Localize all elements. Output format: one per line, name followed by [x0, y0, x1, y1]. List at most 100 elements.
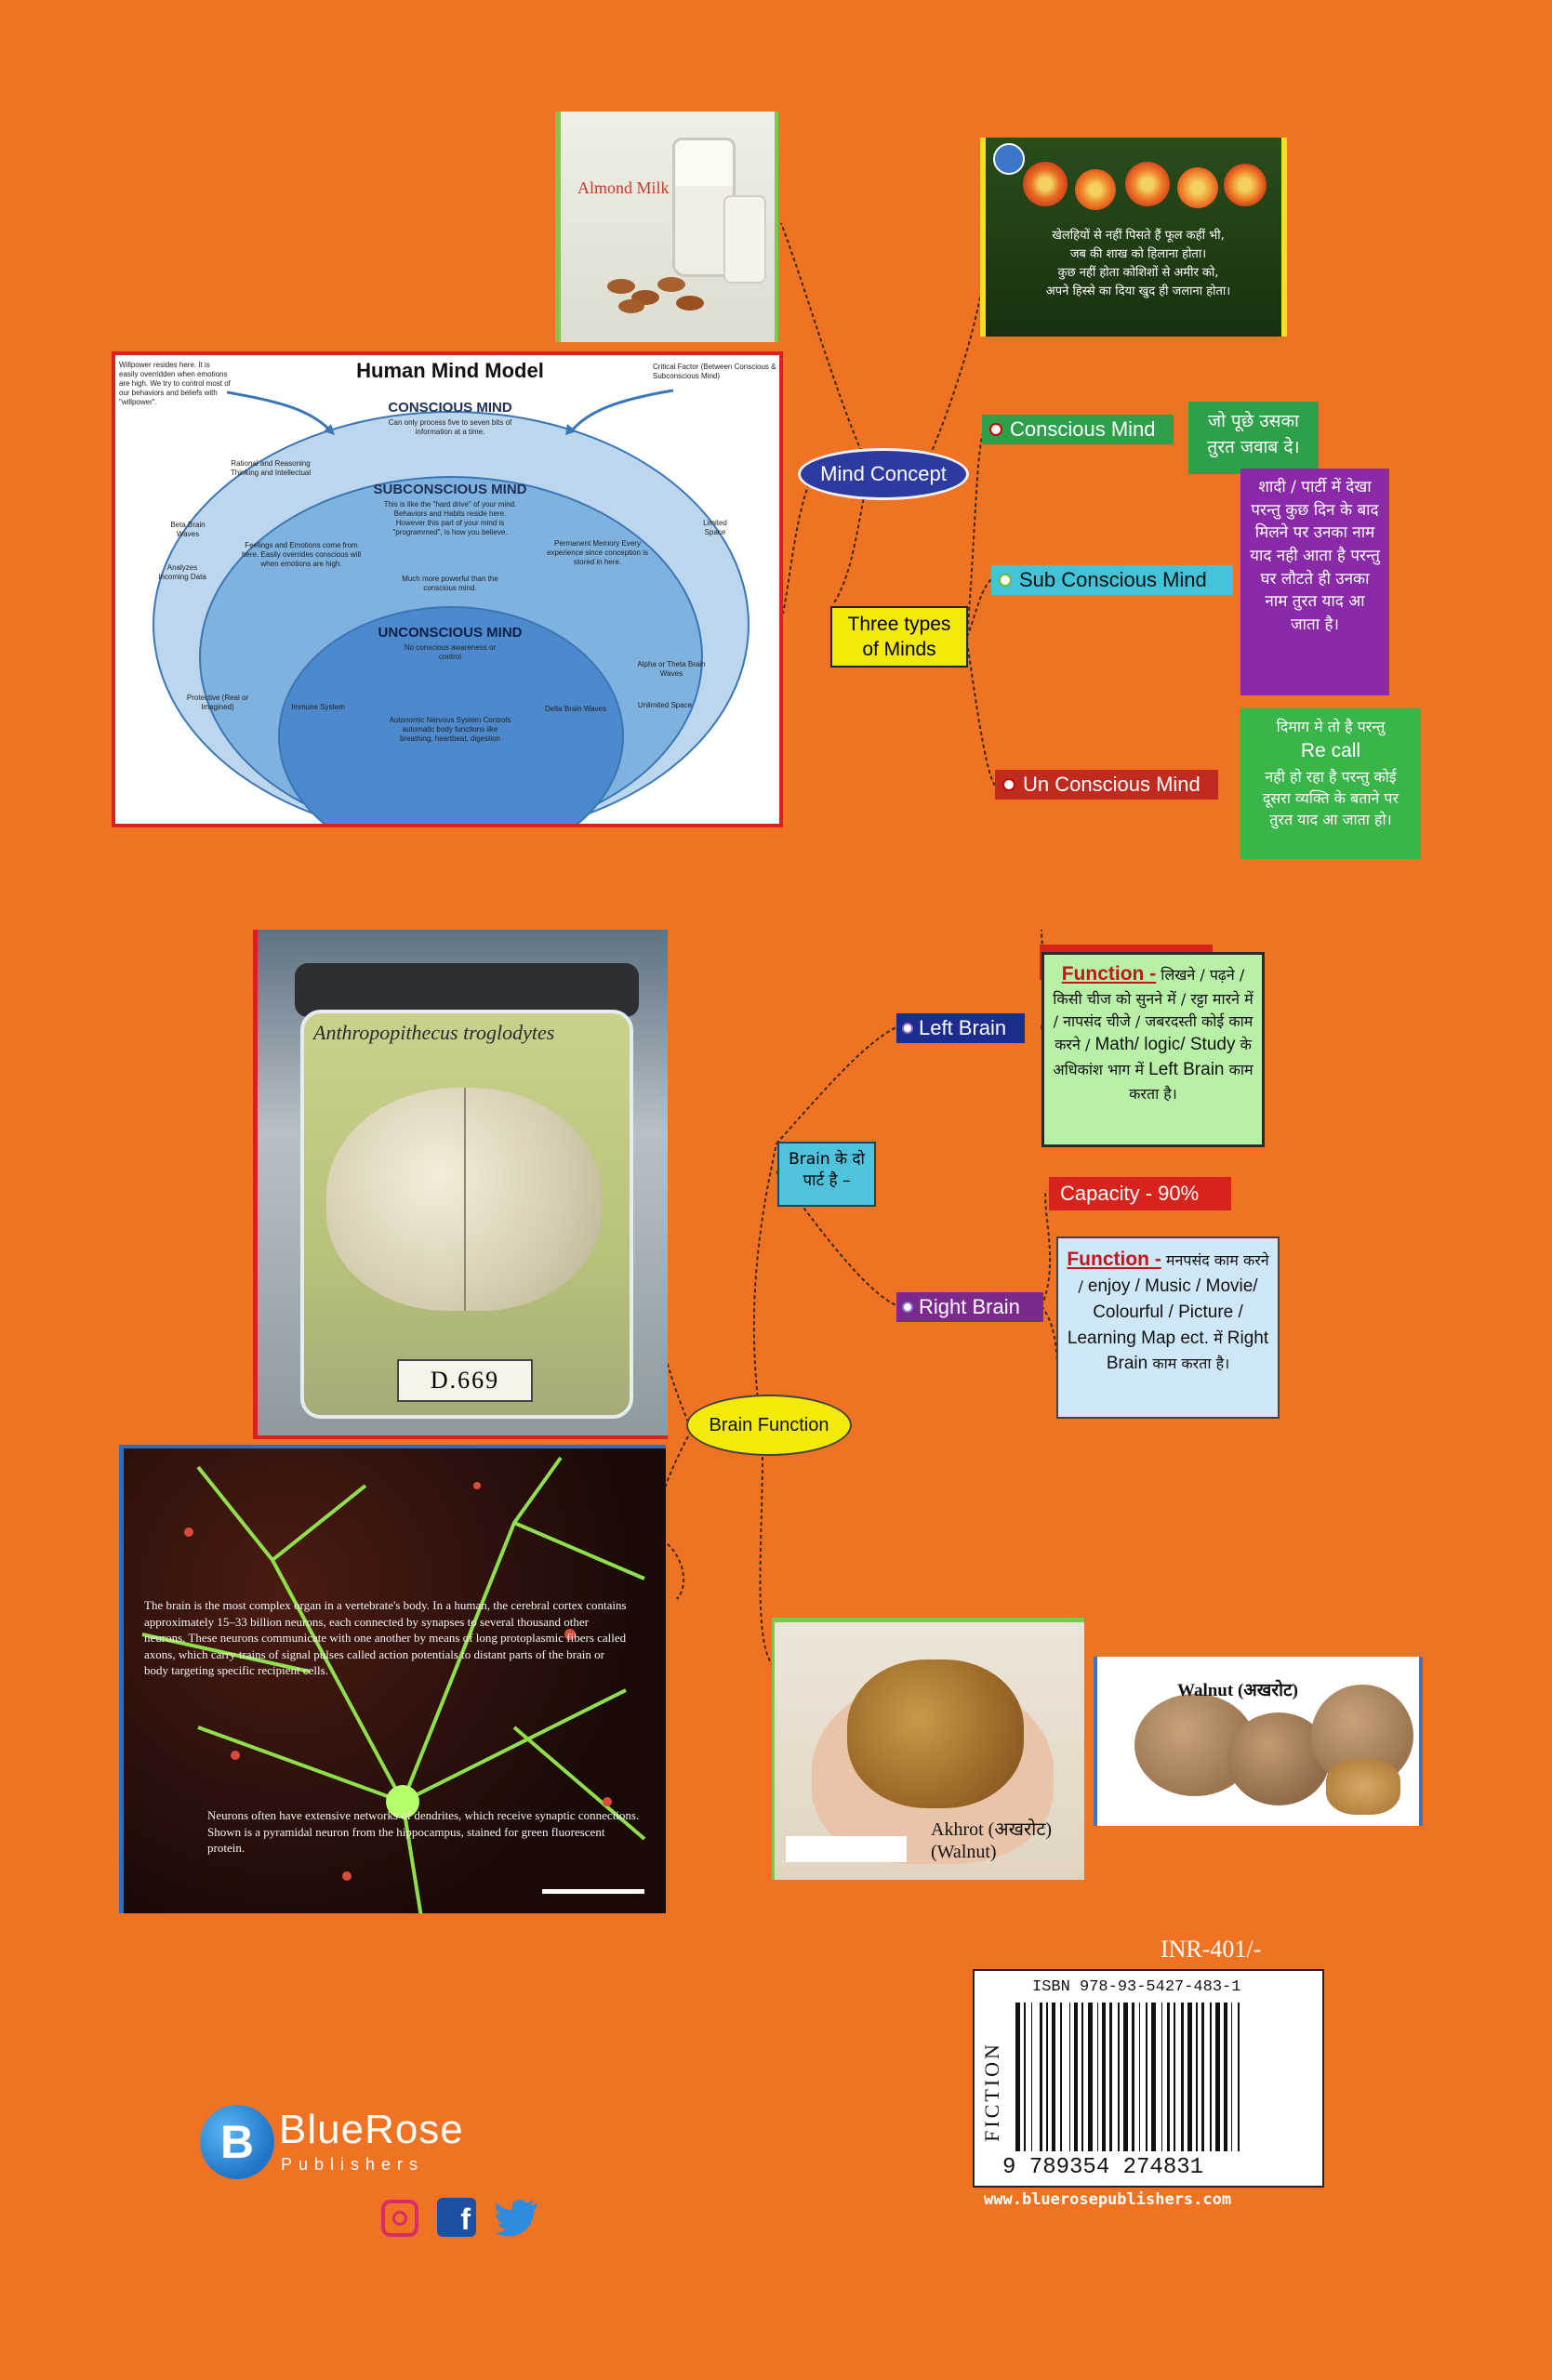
bullet-icon [989, 423, 1002, 436]
jar-label-top: Anthropopithecus troglodytes [313, 1021, 555, 1044]
unconscious-mind-note: दिमाग मे तो है परन्तु Re call नही हो रहा… [1240, 708, 1421, 859]
right-function-title: Function - [1067, 1249, 1161, 1270]
critical-factor-note: Critical Factor (Between Conscious & Sub… [653, 363, 776, 380]
unconscious-mind-label: Un Conscious Mind [1023, 773, 1200, 796]
walnut-hands-caption-2: (Walnut) [931, 1842, 997, 1862]
right-function-text: मनपसंद काम करने / [1078, 1251, 1269, 1296]
conscious-mind-text: Can only process five to seven bits of i… [388, 418, 512, 436]
protective-note: Protective (Real or Imagined) [186, 694, 249, 711]
right-function-text: में [1214, 1329, 1223, 1347]
conscious-mind-note: जो पूछे उसका तुरत जवाब दे। [1188, 402, 1319, 474]
barcode-bar [1096, 2003, 1099, 2151]
three-types-node[interactable]: Three types of Minds [830, 606, 968, 668]
barcode-bar [1161, 2003, 1163, 2151]
flower-row [1023, 162, 1267, 218]
barcode-bar [1046, 2003, 1049, 2151]
barcode-bar [1122, 2003, 1128, 2151]
unconscious-note-line: नही हो रहा है परन्तु कोई दूसरा व्यक्ति क… [1262, 767, 1399, 828]
barcode-bar [1118, 2003, 1120, 2151]
barcode-bar [1015, 2003, 1021, 2151]
walnut-photo: Walnut (अखरोट) [1094, 1657, 1423, 1826]
brain-two-parts-node[interactable]: Brain के दो पार्ट है – [777, 1142, 876, 1207]
conscious-mind-title: CONSCIOUS MIND [388, 400, 512, 416]
subconscious-mind-title: SUBCONSCIOUS MIND [373, 482, 527, 497]
barcode-bar [1108, 2003, 1113, 2151]
flowers-poem: खेलहियों से नहीं पिसते हैं फूल कहीं भी, … [999, 227, 1278, 302]
mind-concept-node[interactable]: Mind Concept [798, 448, 969, 500]
willpower-note: Willpower resides here. It is easily ove… [119, 361, 231, 406]
feelings-note: Feelings and Emotions come from here. Ea… [241, 541, 362, 568]
barcode-bar [1180, 2003, 1184, 2151]
barcode-bar [1074, 2003, 1078, 2151]
delta-note: Delta Brain Waves [545, 705, 606, 713]
memory-note: Permanent Memory Every experience since … [547, 539, 648, 566]
left-function-subjects: Math/ logic/ Study [1094, 1034, 1236, 1054]
barcode-box: ISBN 978-93-5427-483-1 FICTION 9 789354 … [973, 1969, 1324, 2188]
barcode-digits: 9 789354 274831 [1002, 2155, 1204, 2180]
barcode-bar [1187, 2003, 1193, 2151]
barcode-bar [1039, 2003, 1043, 2151]
bullet-icon [1002, 778, 1015, 791]
conscious-mind-tag[interactable]: Conscious Mind [982, 415, 1174, 444]
barcode-bar [1201, 2003, 1205, 2151]
barcode-bar [1224, 2003, 1227, 2151]
poem-line: जब की शाख को हिलाना होता। [1069, 247, 1207, 262]
almond-milk-photo: Almond Milk [555, 112, 778, 342]
subconscious-mind-note: शादी / पार्टी में देखा परन्तु कुछ दिन के… [1240, 469, 1389, 695]
almond-milk-caption: Almond Milk [577, 178, 670, 197]
left-brain-tag[interactable]: Left Brain [896, 1013, 1025, 1043]
barcode-bar [1138, 2003, 1141, 2151]
facebook-icon[interactable]: f [437, 2198, 476, 2237]
recall-label: Re call [1300, 740, 1361, 762]
almonds-shape [607, 270, 710, 316]
walnut-hands-photo: Akhrot (अखरोट) (Walnut) [772, 1618, 1084, 1880]
barcode-bar [1196, 2003, 1198, 2151]
isbn-label: ISBN 978-93-5427-483-1 [1032, 1978, 1241, 1996]
barcode-bar [1088, 2003, 1094, 2151]
right-function-box: Function - मनपसंद काम करने / enjoy / Mus… [1056, 1236, 1280, 1419]
bullet-icon [902, 1023, 913, 1034]
rational-note: Rational and Reasoning Thinking and Inte… [230, 459, 312, 477]
analyzes-note: Analyzes Incoming Data [158, 563, 206, 581]
brain-fissure [464, 1088, 466, 1311]
milk-glass-shape [723, 195, 766, 284]
conscious-mind-label: Conscious Mind [1010, 417, 1156, 441]
alpha-note: Alpha or Theta Brain Waves [637, 660, 706, 678]
right-brain-tag[interactable]: Right Brain [896, 1292, 1043, 1322]
barcode-bar [1150, 2003, 1156, 2151]
limited-note: Limited Space [703, 519, 727, 536]
unconscious-mind-title: UNCONSCIOUS MIND [378, 625, 523, 641]
walnut-hands-caption-1: Akhrot (अखरोट) [931, 1819, 1053, 1840]
barcode-icon [1015, 2003, 1313, 2151]
barcode-bar [1215, 2003, 1221, 2151]
unconscious-mind-tag[interactable]: Un Conscious Mind [995, 770, 1218, 800]
neuron-branches [141, 1456, 646, 1913]
poem-line: अपने हिस्से का दिया खुद ही जलाना होता। [1045, 284, 1231, 299]
poem-line: खेलहियों से नहीं पिसते हैं फूल कहीं भी, [1052, 229, 1225, 243]
barcode-bar [1146, 2003, 1147, 2151]
publisher-sub: Publishers [281, 2155, 425, 2174]
brain-jar-photo: Anthropopithecus troglodytes D.669 [253, 930, 668, 1439]
bullet-icon [902, 1302, 913, 1313]
twitter-icon[interactable] [495, 2198, 539, 2237]
arrows-icon [227, 389, 673, 435]
left-function-text: लिखने / पढ़ने / किसी चीज को सुनने में / … [1053, 966, 1254, 1053]
unconscious-note-line: दिमाग मे तो है परन्तु [1276, 718, 1386, 735]
subconscious-mind-tag[interactable]: Sub Conscious Mind [991, 565, 1233, 595]
hmm-title: Human Mind Model [356, 359, 544, 382]
barcode-bar [1238, 2003, 1240, 2151]
left-function-text: काम करता है। [1129, 1061, 1254, 1103]
left-function-box: Function - लिखने / पढ़ने / किसी चीज को स… [1041, 952, 1265, 1147]
barcode-bar [1174, 2003, 1175, 2151]
left-function-text: के अधिकांश भाग में [1053, 1035, 1252, 1079]
instagram-icon[interactable] [381, 2200, 418, 2237]
badge-icon [993, 143, 1025, 175]
barcode-bar [1210, 2003, 1212, 2151]
brain-function-node[interactable]: Brain Function [686, 1395, 852, 1456]
barcode-bar [1030, 2003, 1033, 2151]
walnut-kernel-shape [1326, 1759, 1400, 1815]
right-function-brain: Right Brain [1106, 1328, 1269, 1374]
powerful-note: Much more powerful than the conscious mi… [402, 575, 498, 592]
flowers-photo: खेलहियों से नहीं पिसते हैं फूल कहीं भी, … [980, 138, 1287, 337]
